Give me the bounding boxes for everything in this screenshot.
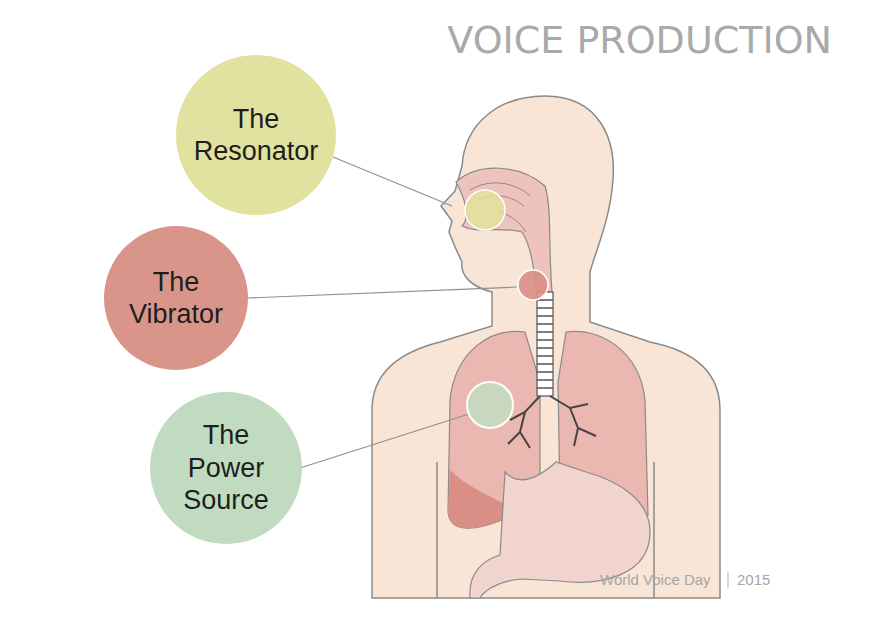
watermark-text: World Voice Day bbox=[600, 571, 711, 588]
leader-line bbox=[300, 414, 469, 468]
circle-label: The Vibrator bbox=[129, 266, 223, 331]
node-text-group: The Vibrator bbox=[129, 266, 223, 331]
node-text-group: The Resonator bbox=[194, 103, 319, 168]
vibrator-spot bbox=[518, 270, 548, 300]
leader-line bbox=[248, 287, 517, 298]
leader-line bbox=[333, 157, 452, 206]
trachea bbox=[537, 292, 553, 396]
circle-label: The Resonator bbox=[194, 103, 319, 168]
vibrator-circle: The Vibrator bbox=[104, 226, 248, 370]
circle-label: The Power Source bbox=[183, 419, 269, 516]
separator-bar bbox=[728, 572, 729, 588]
trachea-rings bbox=[537, 300, 553, 388]
resonator-spot bbox=[465, 190, 505, 230]
arm-line bbox=[436, 462, 438, 598]
body-outline bbox=[372, 96, 720, 598]
power-source-circle: The Power Source bbox=[150, 392, 302, 544]
bronchi bbox=[508, 396, 596, 448]
watermark-year: 2015 bbox=[737, 571, 770, 588]
node-text-group: The Power Source bbox=[183, 419, 269, 516]
diagram-title: VOICE PRODUCTION bbox=[447, 18, 832, 62]
power-source-spot bbox=[467, 382, 513, 428]
resonator-circle: The Resonator bbox=[176, 55, 336, 215]
